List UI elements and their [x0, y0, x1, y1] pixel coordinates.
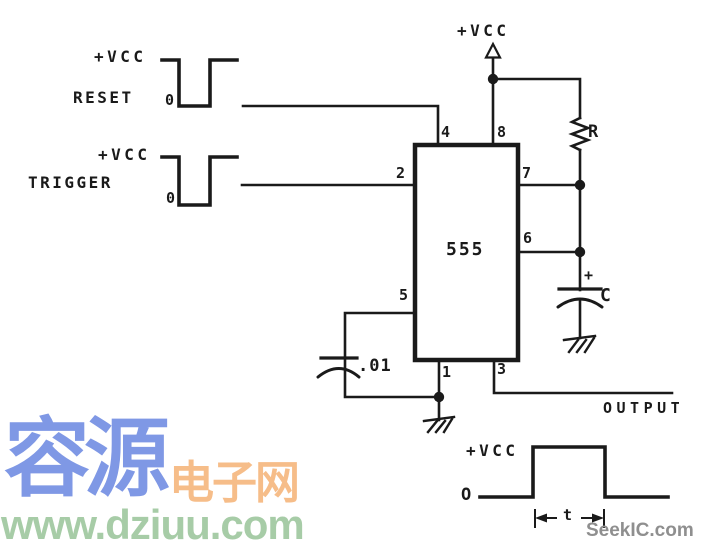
- ground-symbol: [422, 415, 456, 434]
- pin-4-label: 4: [441, 123, 452, 141]
- output-vcc-label: +VCC: [466, 441, 519, 460]
- pin-3-label: 3: [497, 360, 508, 378]
- resistor-symbol: [568, 116, 592, 152]
- capacitor-01-curved-plate: [316, 367, 361, 379]
- pin-5-label: 5: [399, 286, 410, 304]
- pin-6-label: 6: [523, 229, 534, 247]
- trigger-zero-label: 0: [166, 189, 177, 207]
- vcc-arrow-icon: [484, 41, 502, 59]
- pin-2-label: 2: [396, 164, 407, 182]
- junction-dot: [574, 246, 586, 258]
- ground-symbol: [562, 334, 597, 354]
- trigger-label: TRIGGER: [28, 173, 113, 192]
- watermark-brand-cn-suffix: 电子网: [169, 456, 300, 509]
- output-label: OUTPUT: [603, 399, 685, 417]
- pin5-bypass-wire: [343, 311, 441, 399]
- reset-vcc-label: +VCC: [94, 47, 147, 66]
- pin-1-label: 1: [442, 363, 453, 381]
- pulse-width-dimension: [534, 509, 605, 528]
- cap-c-label: C: [600, 285, 613, 306]
- output-zero-label: O: [461, 485, 473, 505]
- capacitor-c-curved-plate: [556, 297, 604, 309]
- trigger-vcc-label: +VCC: [98, 145, 151, 164]
- reset-wire: [241, 104, 440, 147]
- output-waveform: [478, 445, 670, 499]
- watermark-site-url: www.dziuu.com: [1, 501, 305, 548]
- vcc-to-resistor-wire: [491, 77, 582, 120]
- ic-555-label: 555: [446, 239, 485, 260]
- pin-8-label: 8: [497, 123, 508, 141]
- junction-dot: [487, 73, 499, 85]
- ic-555-body: [412, 142, 521, 363]
- reset-zero-label: 0: [165, 91, 176, 109]
- pin3-output-wire: [492, 360, 674, 395]
- cap-bypass-value-label: .01: [358, 356, 392, 376]
- watermark-brand-cn: 容源: [4, 409, 170, 509]
- reset-label: RESET: [73, 88, 134, 107]
- supply-vcc-label: +VCC: [457, 21, 510, 40]
- cap-c-polarity-label: +: [584, 266, 595, 284]
- reset-waveform: [160, 58, 239, 108]
- junction-dot: [433, 391, 445, 403]
- trigger-waveform: [160, 155, 239, 207]
- resistor-label: R: [588, 122, 600, 142]
- junction-dot: [574, 179, 586, 191]
- pin-7-label: 7: [522, 164, 533, 182]
- pulse-width-t-label: t: [563, 506, 574, 524]
- watermark-seekic: SeekIC.com: [586, 520, 694, 541]
